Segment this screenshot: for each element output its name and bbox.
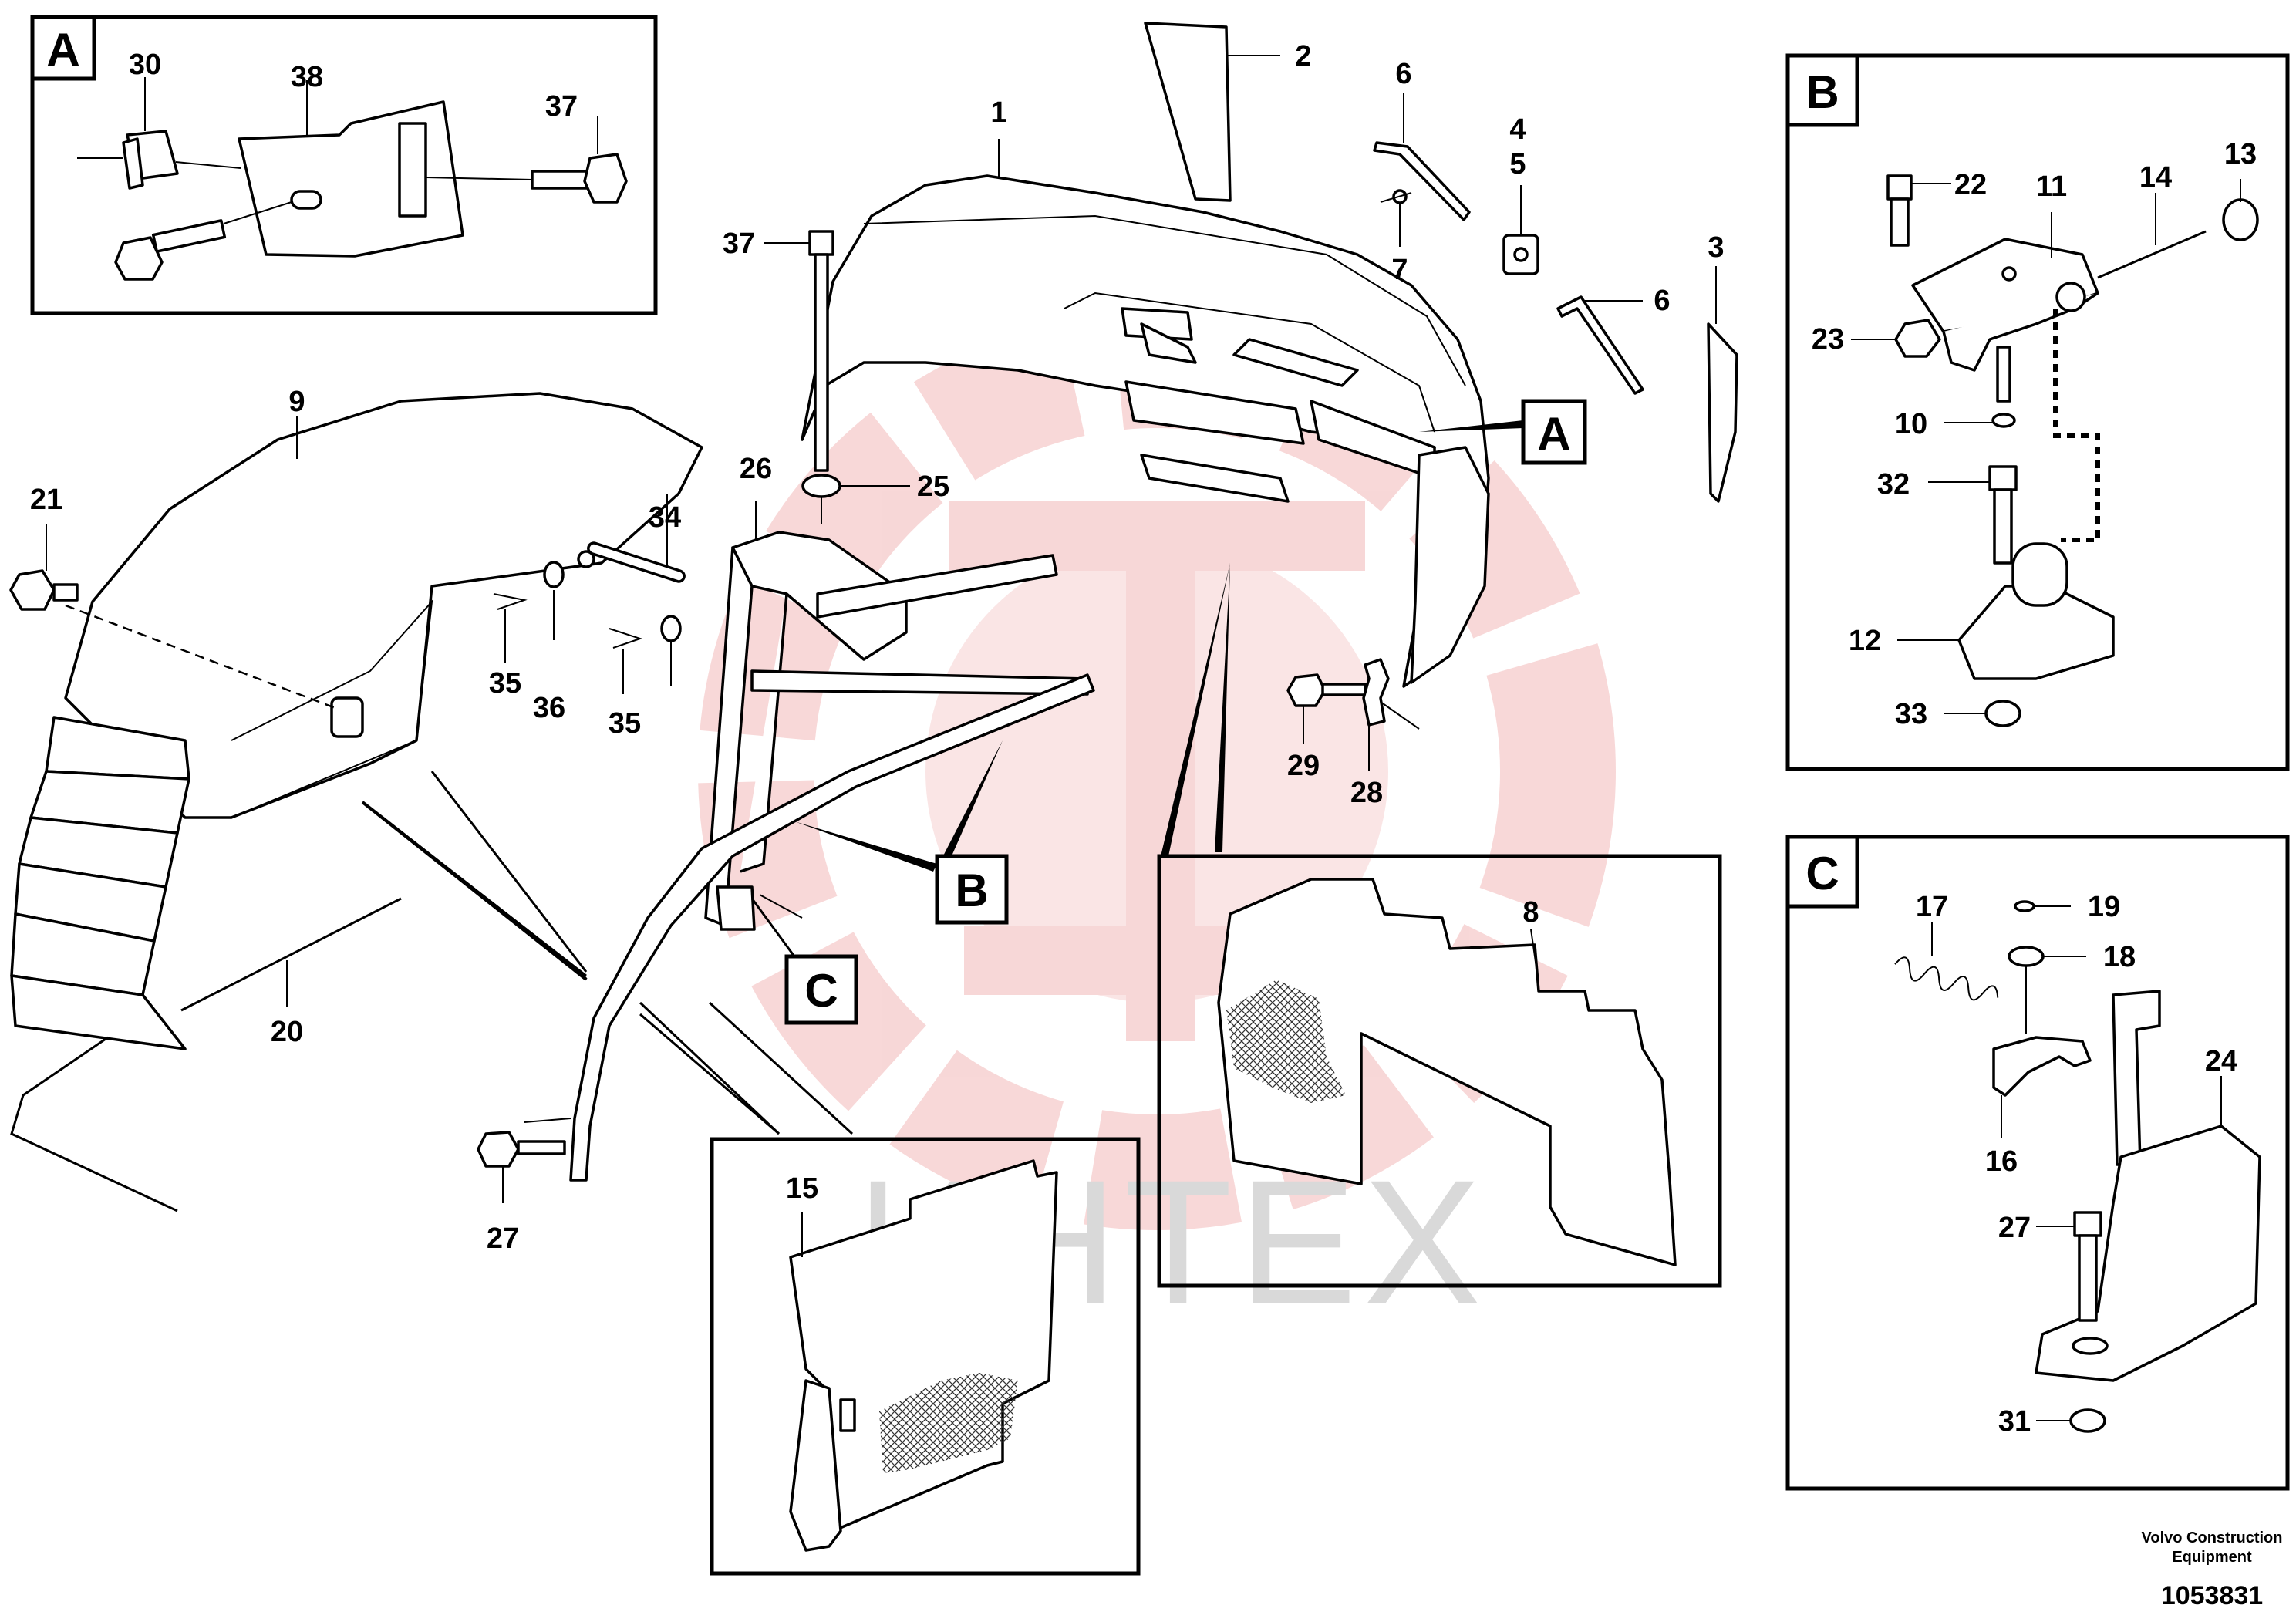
callout-a-marker: A — [1419, 399, 1587, 465]
part-2-panel: 2 — [1144, 22, 1312, 202]
label-37-detail: 37 — [545, 90, 578, 123]
panel-leaders — [361, 563, 1230, 1135]
label-1: 1 — [990, 96, 1006, 129]
detail-a-label: A — [46, 24, 79, 76]
svg-text:A: A — [1537, 408, 1570, 460]
label-25: 25 — [917, 470, 949, 503]
label-28: 28 — [1350, 777, 1383, 809]
label-8: 8 — [1522, 896, 1539, 929]
label-3: 3 — [1708, 231, 1724, 264]
label-37-main: 37 — [723, 228, 755, 260]
label-11: 11 — [2036, 170, 2067, 203]
label-34: 34 — [649, 501, 681, 534]
label-16: 16 — [1985, 1145, 2018, 1178]
label-36: 36 — [533, 692, 565, 724]
label-22: 22 — [1954, 169, 1987, 201]
label-21: 21 — [30, 484, 62, 516]
label-13: 13 — [2224, 138, 2257, 170]
label-14: 14 — [2139, 161, 2172, 194]
callout-c-marker: C — [750, 894, 858, 1025]
bolt-27-main: 27 — [477, 1131, 566, 1255]
label-24: 24 — [2205, 1045, 2237, 1077]
pins-34-35-36: 34 35 36 35 — [489, 494, 686, 740]
label-31: 31 — [1998, 1405, 2031, 1438]
detail-a-box: A 30 38 37 — [30, 15, 658, 315]
label-9: 9 — [288, 386, 305, 418]
label-23: 23 — [1812, 323, 1844, 356]
detail-c-box: C 17 19 18 16 24 27 31 — [1785, 835, 2290, 1491]
label-15: 15 — [786, 1172, 818, 1205]
detail-b-label: B — [1805, 66, 1839, 118]
bolt-21: 21 — [9, 484, 79, 611]
label-4: 4 — [1509, 113, 1526, 146]
label-19: 19 — [2088, 891, 2120, 923]
panel-15-box: 15 — [710, 1137, 1141, 1576]
label-5: 5 — [1509, 148, 1526, 180]
label-2: 2 — [1295, 40, 1311, 73]
parts-28-29: 29 28 — [1286, 658, 1420, 809]
bolt-37-washer-25: 37 25 — [723, 228, 949, 524]
panel-8-box: 8 — [1157, 854, 1722, 1288]
label-17: 17 — [1916, 891, 1948, 923]
label-29: 29 — [1287, 750, 1320, 782]
label-32: 32 — [1877, 468, 1910, 501]
label-35-left: 35 — [489, 667, 521, 700]
detail-b-box: B 22 11 — [1785, 53, 2290, 771]
detail-c-label: C — [1805, 848, 1839, 899]
label-27-main: 27 — [487, 1222, 519, 1255]
svg-text:C: C — [804, 965, 838, 1017]
support-bracket-26: 26 — [524, 453, 1095, 1182]
label-38: 38 — [291, 61, 323, 93]
label-26: 26 — [740, 453, 772, 485]
label-35-right: 35 — [609, 707, 641, 740]
parts-4-5-6-7: 6 7 4 5 6 — [1373, 58, 1671, 395]
label-7: 7 — [1391, 254, 1408, 286]
label-33: 33 — [1895, 698, 1927, 730]
label-20: 20 — [271, 1016, 303, 1048]
label-10: 10 — [1895, 408, 1927, 440]
credit-line-1: Volvo Construction — [2142, 1529, 2283, 1546]
callout-b-marker: B — [794, 740, 1009, 925]
svg-text:B: B — [955, 865, 988, 916]
fender-part-9: 9 20 — [10, 386, 703, 1212]
footer: Volvo Construction Equipment 1053831 — [2142, 1529, 2283, 1610]
label-6-top: 6 — [1395, 58, 1411, 90]
document-number: 1053831 — [2161, 1581, 2263, 1610]
label-30: 30 — [129, 49, 161, 81]
credit-line-2: Equipment — [2172, 1549, 2252, 1566]
label-12: 12 — [1849, 625, 1881, 657]
part-3-strip: 3 — [1707, 231, 1738, 503]
label-27-detail: 27 — [1998, 1212, 2031, 1244]
label-18: 18 — [2103, 941, 2136, 973]
label-6-mid: 6 — [1654, 285, 1670, 317]
hood-part-1: 1 — [801, 96, 1490, 688]
